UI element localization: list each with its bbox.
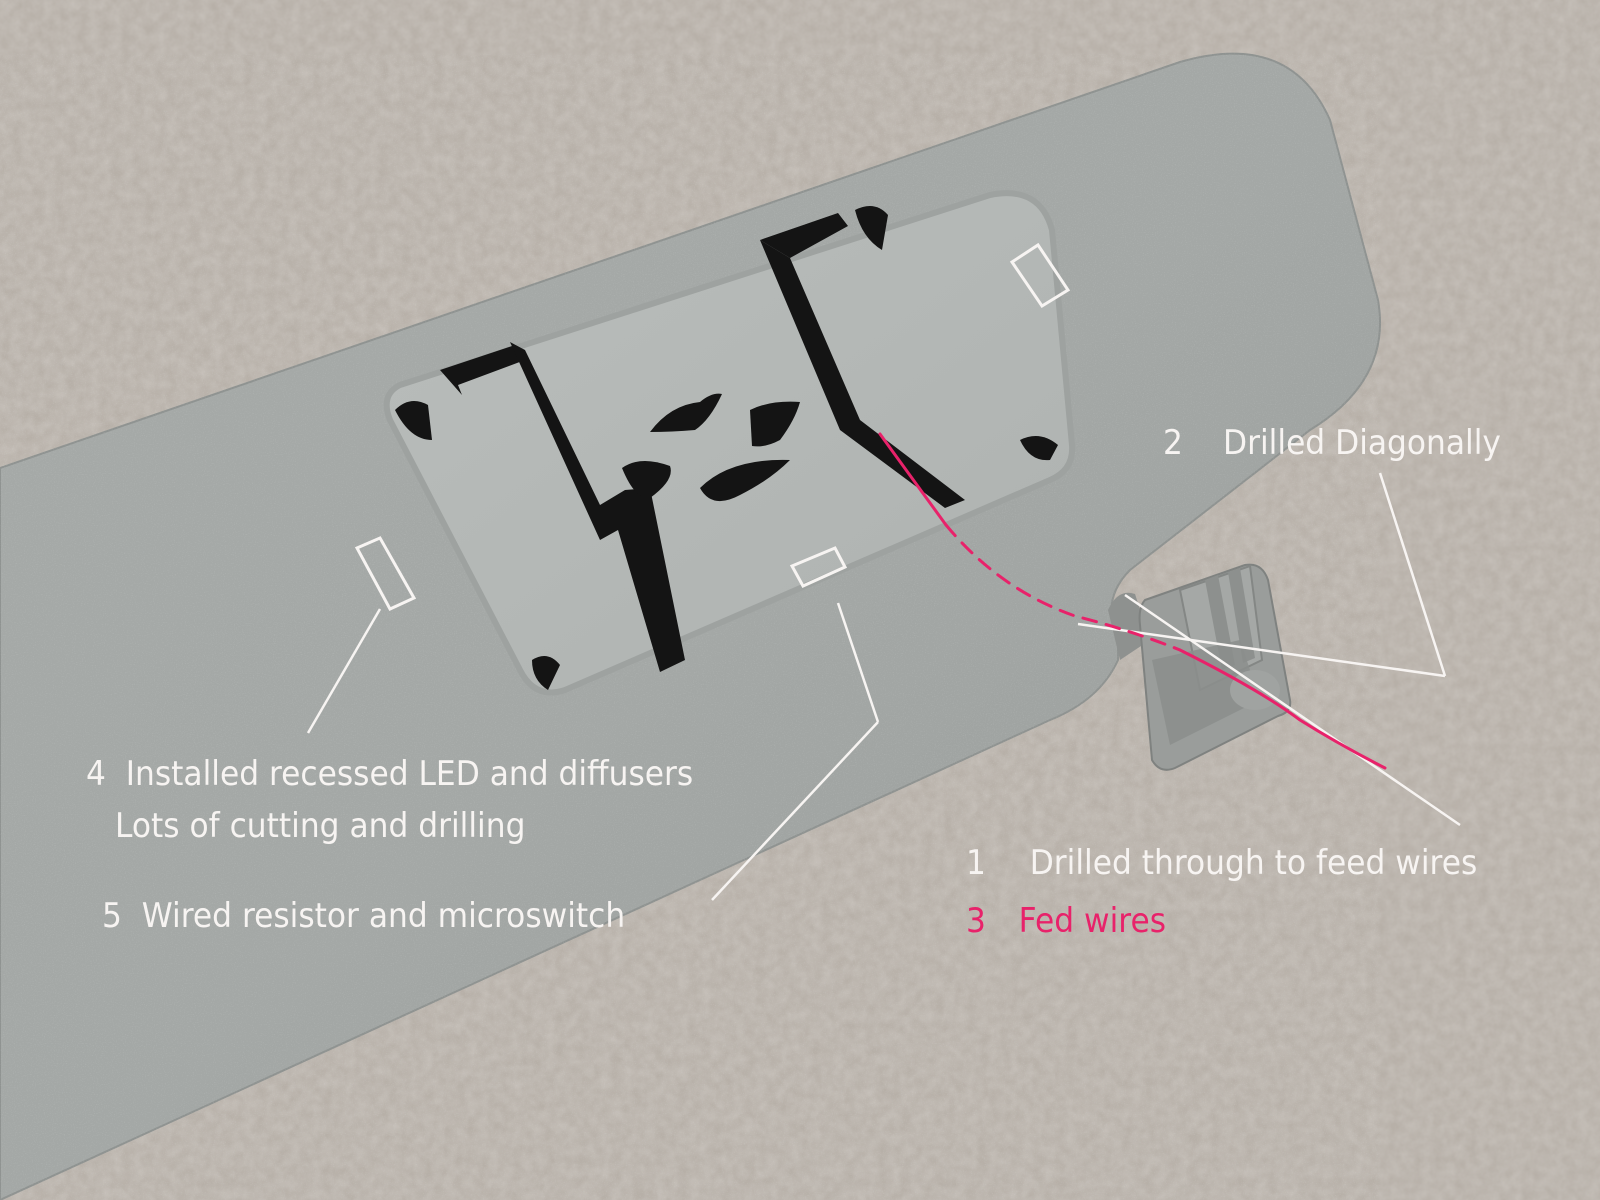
step-number: 2 <box>1163 423 1183 463</box>
step-text-line2: Lots of cutting and drilling <box>115 806 526 846</box>
leader-lines <box>306 472 1461 901</box>
annotation-step5: 5 Wired resistor and microswitch <box>102 899 625 933</box>
leader-step2-b <box>1077 622 1446 678</box>
step-text: Drilled Diagonally <box>1223 423 1501 463</box>
step-number: 3 <box>966 901 986 941</box>
leader-step5-b <box>711 721 879 901</box>
annotation-step4: 4 Installed recessed LED and diffusers <box>86 757 693 791</box>
step-text: Installed recessed LED and diffusers <box>125 754 694 794</box>
leader-step2-a <box>1378 472 1447 677</box>
step-text: Drilled through to feed wires <box>1029 843 1478 883</box>
step-number: 4 <box>86 754 116 794</box>
led-position-markers <box>354 242 1071 611</box>
annotation-step2: 2 Drilled Diagonally <box>1163 426 1501 460</box>
led-marker-top-right <box>1009 242 1071 309</box>
mirror-recess <box>383 190 1076 696</box>
leader-step1 <box>1124 593 1461 827</box>
annotation-step4-line2: Lots of cutting and drilling <box>115 809 525 843</box>
cutout-openings <box>395 206 1058 690</box>
step-text: Wired resistor and microswitch <box>141 896 626 936</box>
annotation-step1: 1 Drilled through to feed wires <box>966 846 1477 880</box>
led-marker-bottom <box>789 546 848 588</box>
wire-path <box>878 432 1387 770</box>
sun-visor <box>0 52 1382 1200</box>
led-marker-left <box>354 536 417 611</box>
leader-step5-a <box>836 602 880 723</box>
step-text: Fed wires <box>1018 901 1166 941</box>
leader-step4 <box>306 608 382 734</box>
step-number: 1 <box>966 843 986 883</box>
annotation-step3: 3 Fed wires <box>966 904 1166 938</box>
step-number: 5 <box>102 896 132 936</box>
